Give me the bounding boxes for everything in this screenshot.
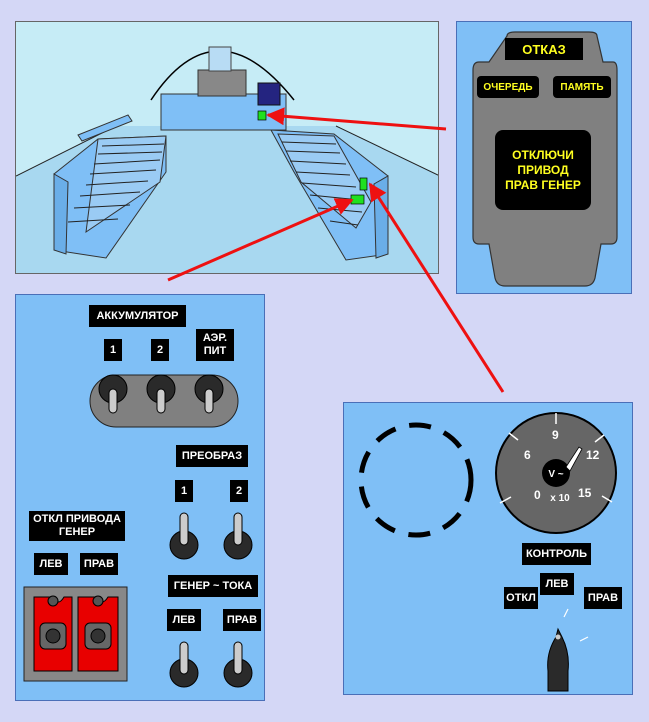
selector-off-label: ОТКЛ [504,587,538,609]
alarm-message-line-2: ПРИВОД [517,162,569,177]
dashed-instrument-outline [358,422,474,538]
alarm-message-line-3: ПРАВ ГЕНЕР [505,177,581,192]
left-console-ribs [67,143,165,223]
alarm-message-line-1: ОТКЛЮЧИ [512,147,574,162]
control-label: КОНТРОЛЬ [522,543,591,565]
airfield-power-line-1: АЭР. [202,332,228,345]
cockpit-illustration [16,46,438,273]
dial-label-6: 6 [524,448,531,462]
indicator-electric-panel [350,194,365,205]
alarm-panel-small [257,82,281,106]
dial-needle [565,446,583,472]
voltmeter-hardware: 0 6 9 12 15 V ~ x 10 [358,412,617,692]
right-console-ribs [281,141,363,226]
converter-label: ПРЕОБРАЗ [176,445,248,467]
converter-2-label: 2 [230,480,248,502]
drive-disconnect-line-2: ГЕНЕР [58,526,96,538]
voltmeter-selector-knob[interactable] [547,608,589,692]
queue-button[interactable]: ОЧЕРЕДЬ [477,76,539,98]
converter-1-label: 1 [175,480,193,502]
drive-disconnect-plate [23,586,128,682]
cockpit-view [15,21,439,274]
dial-multiplier: x 10 [550,493,570,504]
dial-label-9: 9 [552,428,559,442]
battery-1-switch[interactable] [98,374,128,414]
drive-disconnect-line-1: ОТКЛ ПРИВОДА [33,513,121,526]
airfield-power-switch[interactable] [194,374,224,414]
dial-unit: V ~ [548,469,563,480]
converter-1-switch[interactable] [169,512,199,560]
left-canopy-rail [77,114,133,142]
alarm-message-display: ОТКЛЮЧИ ПРИВОД ПРАВ ГЕНЕР [495,130,591,210]
gen-current-right-switch[interactable] [223,641,253,688]
center-display [197,69,247,97]
electric-panel: АККУМУЛЯТОР 1 2 АЭР. ПИТ [15,294,265,701]
voltmeter-dial: 0 6 9 12 15 V ~ x 10 [495,412,617,534]
converter-2-switch[interactable] [223,512,253,560]
alarm-title: ОТКАЗ [505,38,583,60]
hud-glass [208,46,232,72]
generator-current-label: ГЕНЕР ~ ТОКА [168,575,258,597]
voltmeter-panel: 0 6 9 12 15 V ~ x 10 КОНТРОЛЬ ОТКЛ ЛЕВ П… [343,402,633,695]
drive-right-label: ПРАВ [80,553,118,575]
drive-disconnect-left-guard[interactable] [33,595,73,672]
gen-current-left-switch[interactable] [169,641,199,688]
battery-label: АККУМУЛЯТОР [89,305,186,327]
alarm-indicator-small [257,110,267,121]
airfield-power-line-2: ПИТ [203,345,227,357]
dial-label-12: 12 [586,448,600,462]
battery-2-label: 2 [151,339,169,361]
selector-left-label: ЛЕВ [540,573,574,595]
drive-disconnect-right-guard[interactable] [77,595,119,672]
memory-button[interactable]: ПАМЯТЬ [553,76,611,98]
drive-disconnect-label: ОТКЛ ПРИВОДА ГЕНЕР [29,511,125,541]
drive-left-label: ЛЕВ [34,553,68,575]
airfield-power-label: АЭР. ПИТ [196,329,234,361]
battery-1-label: 1 [104,339,122,361]
indicator-voltmeter-panel [359,177,368,191]
dial-label-15: 15 [578,486,592,500]
selector-right-label: ПРАВ [584,587,622,609]
gen-current-right-label: ПРАВ [223,609,261,631]
battery-2-switch[interactable] [146,374,176,414]
dial-ticks [499,413,613,504]
alarm-panel: ОТКАЗ ОЧЕРЕДЬ ПАМЯТЬ ОТКЛЮЧИ ПРИВОД ПРАВ… [456,21,632,294]
battery-switch-plate [89,374,239,428]
gen-current-left-label: ЛЕВ [167,609,201,631]
dial-label-0: 0 [534,488,541,502]
